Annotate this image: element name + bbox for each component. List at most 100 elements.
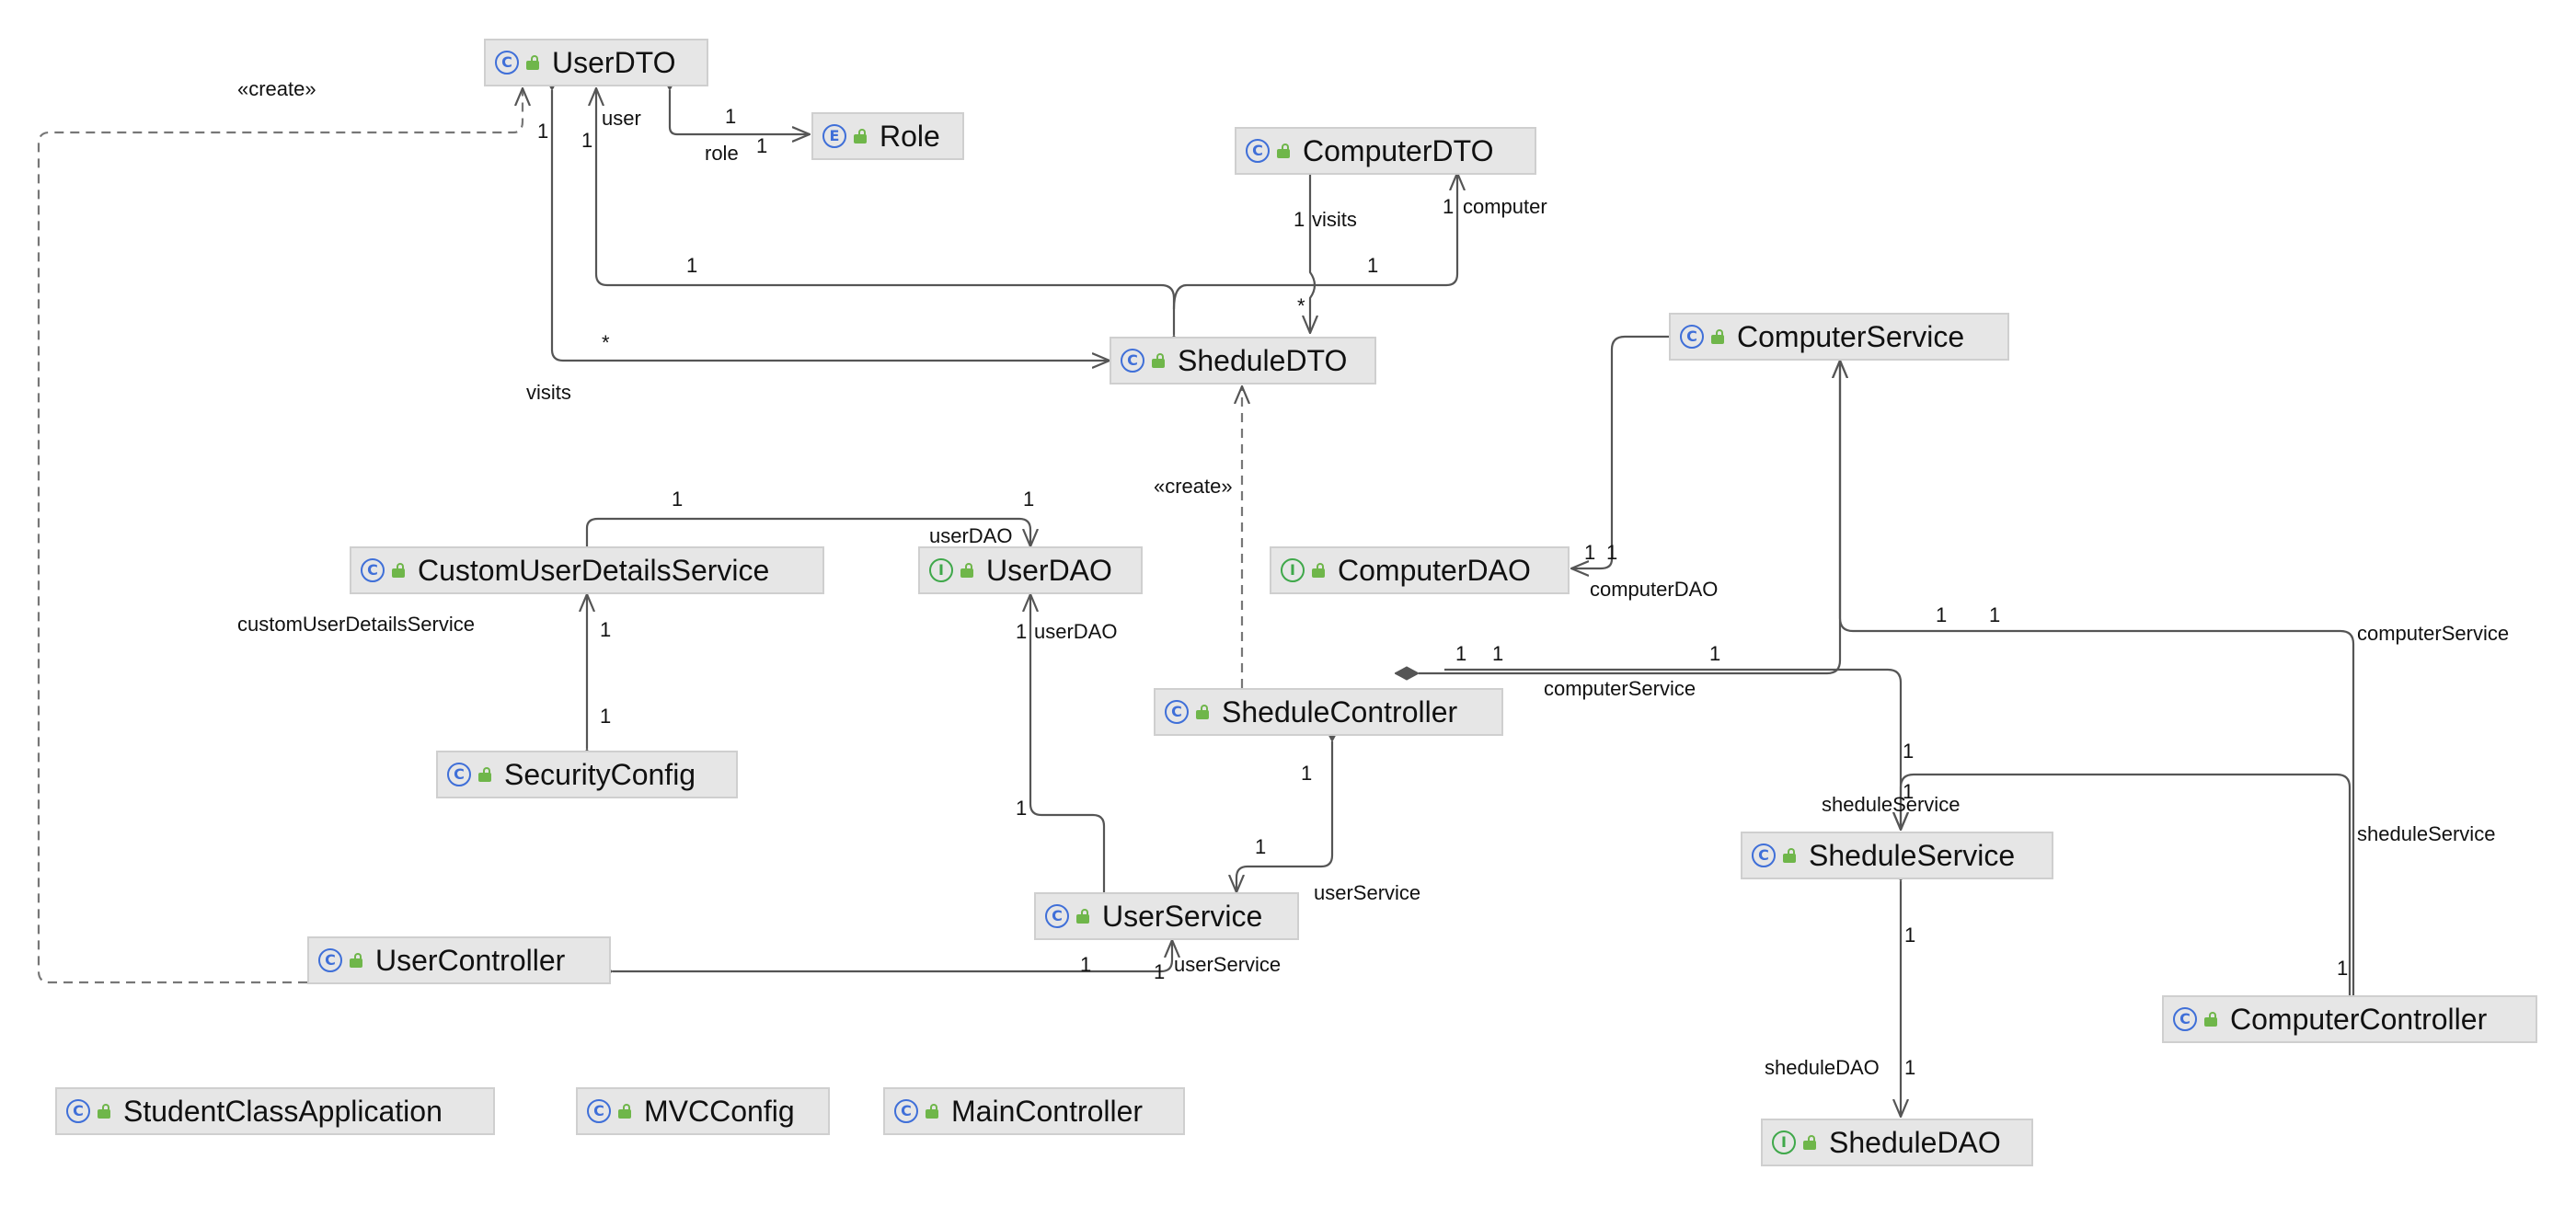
label-role: role (705, 142, 739, 165)
edge-usercontroller-userservice (613, 940, 1172, 971)
class-name: SheduleController (1222, 694, 1458, 729)
mult-1: 1 (1709, 642, 1720, 665)
mult-1: 1 (1294, 208, 1305, 231)
edge-computercontroller-sheduleservice (1901, 773, 2350, 995)
mult-1: 1 (1989, 603, 2000, 626)
class-icon: C (361, 558, 385, 582)
class-userservice[interactable]: C UserService (1034, 892, 1299, 940)
mult-star: * (602, 331, 610, 354)
lock-icon (926, 1104, 938, 1119)
enum-icon: E (822, 124, 846, 148)
interface-sheduledao[interactable]: I SheduleDAO (1761, 1119, 2033, 1166)
label-visits-user: visits (526, 381, 571, 404)
mult-1: 1 (756, 134, 767, 157)
class-name: ComputerDAO (1338, 553, 1531, 587)
class-name: SheduleService (1809, 838, 2016, 872)
mult-1: 1 (686, 254, 697, 277)
mult-1: 1 (1016, 620, 1027, 643)
mult-1: 1 (1936, 603, 1947, 626)
class-name: ComputerDTO (1303, 133, 1494, 167)
lock-icon (1312, 563, 1325, 578)
mult-1: 1 (725, 105, 736, 128)
label-computer: computer (1463, 195, 1547, 218)
class-icon: C (2173, 1007, 2197, 1031)
label-userdao-side: userDAO (1034, 620, 1117, 643)
interface-icon: I (1281, 558, 1305, 582)
class-icon: C (495, 51, 519, 75)
lock-icon (478, 767, 491, 782)
class-icon: C (1752, 844, 1776, 867)
label-customuserdetailsservice: customUserDetailsService (237, 613, 475, 636)
class-maincontroller[interactable]: C MainController (883, 1087, 1185, 1135)
class-sheduleservice[interactable]: C SheduleService (1741, 832, 2053, 879)
lock-icon (1076, 909, 1089, 924)
mult-1: 1 (1301, 762, 1312, 785)
class-icon: C (894, 1099, 918, 1123)
enum-role[interactable]: E Role (811, 112, 964, 160)
label-user: user (602, 107, 641, 130)
mult-1: 1 (1455, 642, 1466, 665)
mult-1: 1 (1255, 835, 1266, 858)
mult-1: 1 (1154, 960, 1165, 983)
mult-1: 1 (1903, 740, 1914, 763)
edge-computerservice-computerdao (1571, 337, 1673, 568)
mult-1: 1 (1904, 924, 1915, 947)
mult-1: 1 (1903, 780, 1914, 803)
class-name: StudentClassApplication (123, 1094, 443, 1128)
class-icon: C (447, 763, 471, 786)
label-userservice-shedule: userService (1314, 881, 1420, 904)
class-computerservice[interactable]: C ComputerService (1669, 313, 2009, 361)
class-name: UserDAO (986, 553, 1112, 587)
lock-icon (960, 563, 973, 578)
class-securityconfig[interactable]: C SecurityConfig (436, 751, 738, 798)
class-name: ComputerController (2230, 1002, 2488, 1036)
class-icon: C (1680, 325, 1704, 349)
mult-1: 1 (1023, 488, 1034, 511)
edge-shedulecontroller-computerservice (1419, 361, 1840, 673)
class-name: SecurityConfig (504, 757, 696, 791)
interface-computerdao[interactable]: I ComputerDAO (1270, 546, 1570, 594)
class-name: ComputerService (1737, 319, 1965, 353)
class-userdto[interactable]: C UserDTO (484, 39, 708, 86)
mult-1: 1 (1492, 642, 1503, 665)
class-sheduledto[interactable]: C SheduleDTO (1110, 337, 1376, 384)
label-userservice-user: userService (1174, 953, 1281, 976)
lock-icon (1277, 143, 1290, 158)
mult-1: 1 (1606, 541, 1617, 564)
label-computerservice-controller: computerService (2357, 622, 2509, 645)
mult-1: 1 (2337, 957, 2348, 980)
label-sheduleservice-computer: sheduleService (2357, 822, 2495, 845)
class-name: MainController (951, 1094, 1144, 1128)
interface-userdao[interactable]: I UserDAO (918, 546, 1143, 594)
class-customuserdetailsservice[interactable]: C CustomUserDetailsService (350, 546, 824, 594)
class-icon: C (318, 948, 342, 972)
lock-icon (350, 953, 362, 968)
label-userdao-top: userDAO (929, 524, 1012, 547)
label-sheduledao: sheduleDAO (1765, 1056, 1880, 1079)
lock-icon (1783, 848, 1796, 863)
mult-star: * (1297, 294, 1305, 317)
mult-1: 1 (600, 705, 611, 728)
class-name: UserService (1102, 899, 1263, 933)
class-studentclassapplication[interactable]: C StudentClassApplication (55, 1087, 495, 1135)
edge-computercontroller-computerservice (1840, 361, 2353, 995)
lock-icon (526, 55, 539, 70)
class-usercontroller[interactable]: C UserController (307, 936, 611, 984)
edge-usercontroller-userdto-create (37, 88, 523, 984)
class-icon: C (1121, 349, 1144, 373)
lock-icon (1152, 353, 1165, 368)
class-icon: C (1165, 700, 1189, 724)
class-icon: C (1045, 904, 1069, 928)
label-computerservice-shedule: computerService (1544, 677, 1696, 700)
edge-sheduledto-computerdto (1172, 173, 1457, 310)
edge-userdto-role (670, 90, 810, 134)
edge-computerdto-sheduledto-visits (1310, 175, 1315, 333)
class-computercontroller[interactable]: C ComputerController (2162, 995, 2537, 1043)
mult-1: 1 (1904, 1056, 1915, 1079)
mult-1: 1 (537, 120, 548, 143)
class-computerdto[interactable]: C ComputerDTO (1235, 127, 1536, 175)
class-mvcconfig[interactable]: C MVCConfig (576, 1087, 830, 1135)
lock-icon (2204, 1012, 2217, 1027)
class-name: SheduleDAO (1829, 1125, 2001, 1159)
class-shedulecontroller[interactable]: C SheduleController (1154, 688, 1503, 736)
